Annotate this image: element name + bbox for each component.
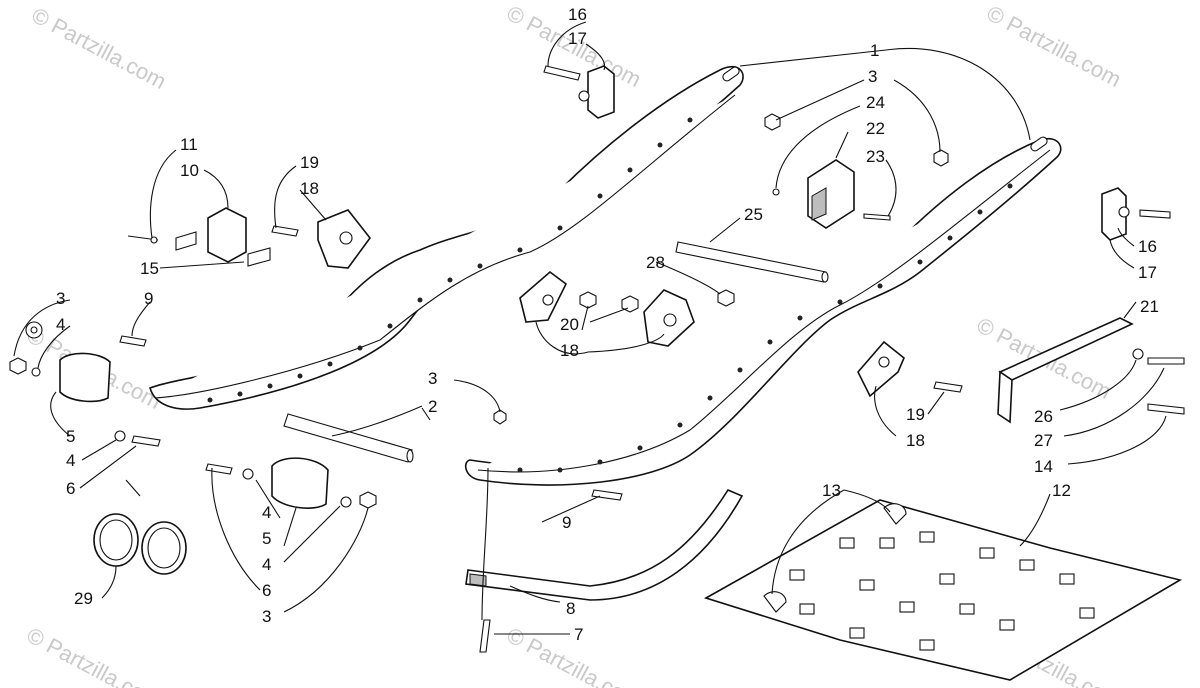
watermark: © Partzilla.com — [23, 622, 166, 688]
callout-13: 13 — [822, 481, 841, 500]
callout-17: 17 — [1138, 263, 1157, 282]
callout-29: 29 — [74, 589, 93, 608]
left-slide-rail — [149, 65, 744, 410]
callout-9: 9 — [144, 289, 153, 308]
callout-4: 4 — [66, 451, 75, 470]
watermark: © Partzilla.com — [28, 2, 171, 94]
callout-2: 2 — [428, 397, 437, 416]
callout-12: 12 — [1052, 481, 1071, 500]
callout-10: 10 — [180, 161, 199, 180]
callout-26: 26 — [1034, 407, 1053, 426]
callout-18: 18 — [300, 179, 319, 198]
callout-16: 16 — [568, 5, 587, 24]
cross-shaft-upper — [675, 241, 829, 283]
track — [703, 499, 1183, 681]
callout-15: 15 — [140, 259, 159, 278]
hyfax-wear-strip — [465, 488, 744, 601]
callout-1: 1 — [870, 41, 879, 60]
callout-3: 3 — [868, 67, 877, 86]
callout-24: 24 — [866, 93, 885, 112]
callout-14: 14 — [1034, 457, 1053, 476]
callout-6: 6 — [66, 479, 75, 498]
callout-22: 22 — [866, 119, 885, 138]
callout-numbers: 1 3 16 17 24 22 23 25 11 10 15 19 18 9 3… — [56, 5, 1159, 644]
callout-28: 28 — [646, 253, 665, 272]
front-bumper-left — [59, 352, 111, 403]
idler-bracket-d — [857, 340, 905, 398]
callout-5: 5 — [66, 427, 75, 446]
callout-7: 7 — [574, 625, 583, 644]
right-rail-holes — [517, 183, 1013, 473]
callout-3: 3 — [428, 369, 437, 388]
callout-23: 23 — [866, 147, 885, 166]
callout-25: 25 — [744, 205, 763, 224]
callout-8: 8 — [566, 599, 575, 618]
rail-mount-bracket-right — [1101, 187, 1130, 241]
right-slide-rail — [464, 136, 1062, 486]
watermark: © Partzilla.com — [983, 0, 1126, 92]
callout-18: 18 — [560, 341, 579, 360]
idler-bracket-b — [519, 270, 568, 323]
callout-3: 3 — [262, 607, 271, 626]
callout-17: 17 — [568, 29, 587, 48]
washers — [25, 188, 1144, 508]
callout-4: 4 — [262, 555, 271, 574]
callout-5: 5 — [262, 529, 271, 548]
leader-lines — [13, 21, 1167, 635]
front-bumper-right — [271, 457, 329, 509]
rail-mount-bracket-upper — [578, 65, 615, 119]
track-lugs — [789, 531, 1095, 651]
callout-4: 4 — [56, 315, 65, 334]
callout-19: 19 — [906, 405, 925, 424]
bolts — [119, 65, 1185, 653]
cross-shaft-lower — [283, 413, 414, 463]
rail-stiffener — [997, 317, 1134, 424]
callout-19: 19 — [300, 153, 319, 172]
callout-20: 20 — [560, 315, 579, 334]
nuts — [9, 113, 949, 509]
callout-27: 27 — [1034, 431, 1053, 450]
hose-clamps — [93, 513, 187, 575]
slide-end-bracket — [807, 159, 855, 229]
front-mount-block — [127, 207, 271, 267]
callout-16: 16 — [1138, 237, 1157, 256]
idler-bracket-a — [317, 209, 372, 269]
idler-bracket-c — [643, 289, 695, 347]
callout-21: 21 — [1140, 297, 1159, 316]
callout-9: 9 — [562, 513, 571, 532]
callout-3: 3 — [56, 289, 65, 308]
left-rail-holes — [207, 117, 693, 403]
callout-18: 18 — [906, 431, 925, 450]
callout-11: 11 — [180, 135, 198, 154]
callout-6: 6 — [262, 581, 271, 600]
callout-4: 4 — [262, 503, 271, 522]
